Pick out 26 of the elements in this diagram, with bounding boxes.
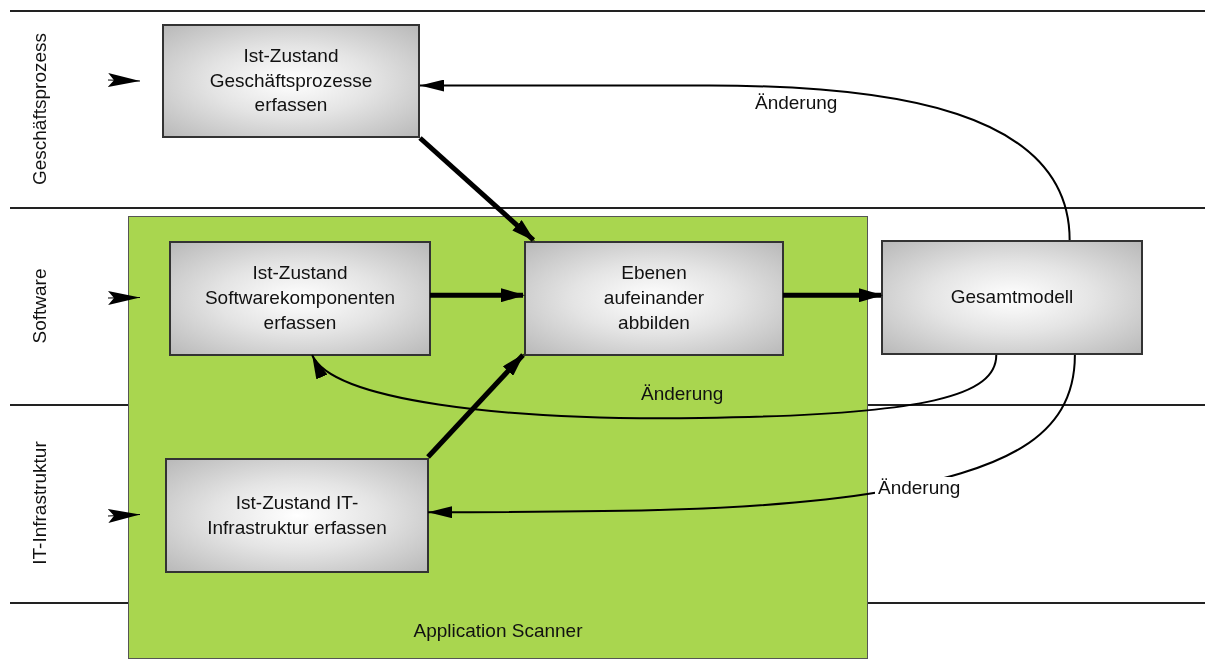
arrow xyxy=(418,136,536,242)
entry-arrow xyxy=(107,73,141,87)
process-text: Ebenen aufeinander abbilden xyxy=(602,261,706,335)
entry-arrow xyxy=(107,291,141,305)
arrow xyxy=(783,288,883,303)
process-box xyxy=(162,24,420,138)
process-box xyxy=(169,241,431,356)
scanner-area xyxy=(128,216,868,659)
process-text: Ist-Zustand Geschäftsprozesse erfassen xyxy=(208,43,374,118)
process-box xyxy=(524,241,784,356)
lane-label: Software xyxy=(29,268,51,344)
process-text: Ist-Zustand IT-Infrastruktur erfassen xyxy=(206,490,388,540)
lane-label: Geschäftsprozess xyxy=(29,32,51,186)
lane-label: IT-Infrastruktur xyxy=(29,441,51,565)
area-label: Application Scanner xyxy=(412,620,584,642)
edge-label: Änderung xyxy=(754,92,839,114)
process-box xyxy=(165,458,429,573)
arrow xyxy=(427,354,1076,519)
arrow xyxy=(426,353,525,459)
entry-arrow xyxy=(107,509,141,523)
process-text: Gesamtmodell xyxy=(950,285,1074,310)
arrow xyxy=(430,288,525,303)
process-text: Ist-Zustand Softwarekomponenten erfassen xyxy=(203,261,397,335)
process-box xyxy=(881,240,1143,355)
arrow xyxy=(311,354,998,420)
arrow xyxy=(419,79,1071,241)
